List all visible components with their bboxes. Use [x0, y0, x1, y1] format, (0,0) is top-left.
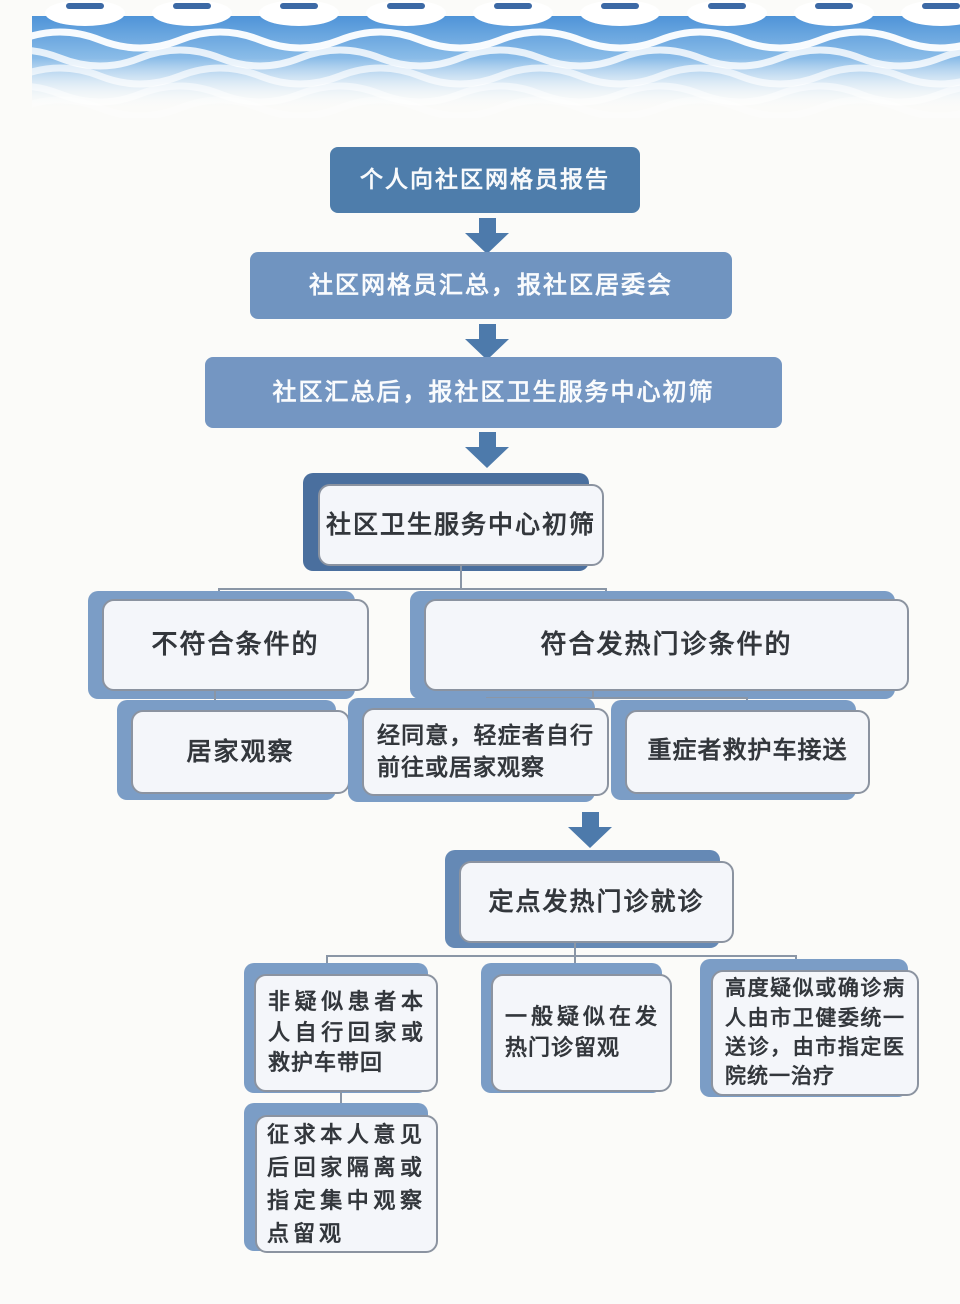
node-individual-report: 个人向社区网格员报告 [330, 147, 640, 213]
connector-line [574, 943, 576, 955]
node-label: 高度疑似或确诊病人由市卫健委统一送诊，由市指定医院统一治疗 [725, 976, 905, 1089]
connector-line [326, 955, 797, 957]
connector-line [340, 1092, 342, 1104]
node-label: 社区卫生服务中心初筛 [325, 511, 596, 539]
connector-line [460, 566, 462, 588]
node-label: 征求本人意见后回家隔离或指定集中观察点留观 [267, 1122, 426, 1246]
node-label: 经同意，轻症者自行前往或居家观察 [377, 722, 594, 780]
node-label: 重症者救护车接送 [647, 738, 848, 765]
wave-banner-icon [32, 0, 960, 118]
connector-line [326, 955, 328, 965]
connector-line [218, 588, 607, 590]
connector-line [574, 955, 576, 965]
connector-line [486, 697, 748, 699]
connector-line [214, 691, 216, 703]
node-grid-worker-summary: 社区网格员汇总，报社区居委会 [250, 252, 732, 319]
down-arrow-icon [568, 812, 612, 848]
down-arrow-icon [465, 218, 509, 254]
node-community-summary: 社区汇总后，报社区卫生服务中心初筛 [205, 357, 782, 428]
node-label: 符合发热门诊条件的 [540, 629, 793, 659]
down-arrow-icon [465, 324, 509, 360]
node-label: 社区网格员汇总，报社区居委会 [309, 272, 673, 299]
connector-line [592, 691, 594, 698]
node-label: 个人向社区网格员报告 [360, 166, 610, 192]
node-label: 一般疑似在发热门诊留观 [505, 1004, 658, 1060]
node-label: 非疑似患者本人自行回家或救护车带回 [268, 988, 424, 1076]
node-label: 居家观察 [186, 738, 295, 766]
node-label: 不符合条件的 [151, 629, 320, 659]
node-label: 社区汇总后，报社区卫生服务中心初筛 [272, 379, 715, 406]
node-label: 定点发热门诊就诊 [488, 888, 705, 916]
down-arrow-icon [465, 432, 509, 468]
